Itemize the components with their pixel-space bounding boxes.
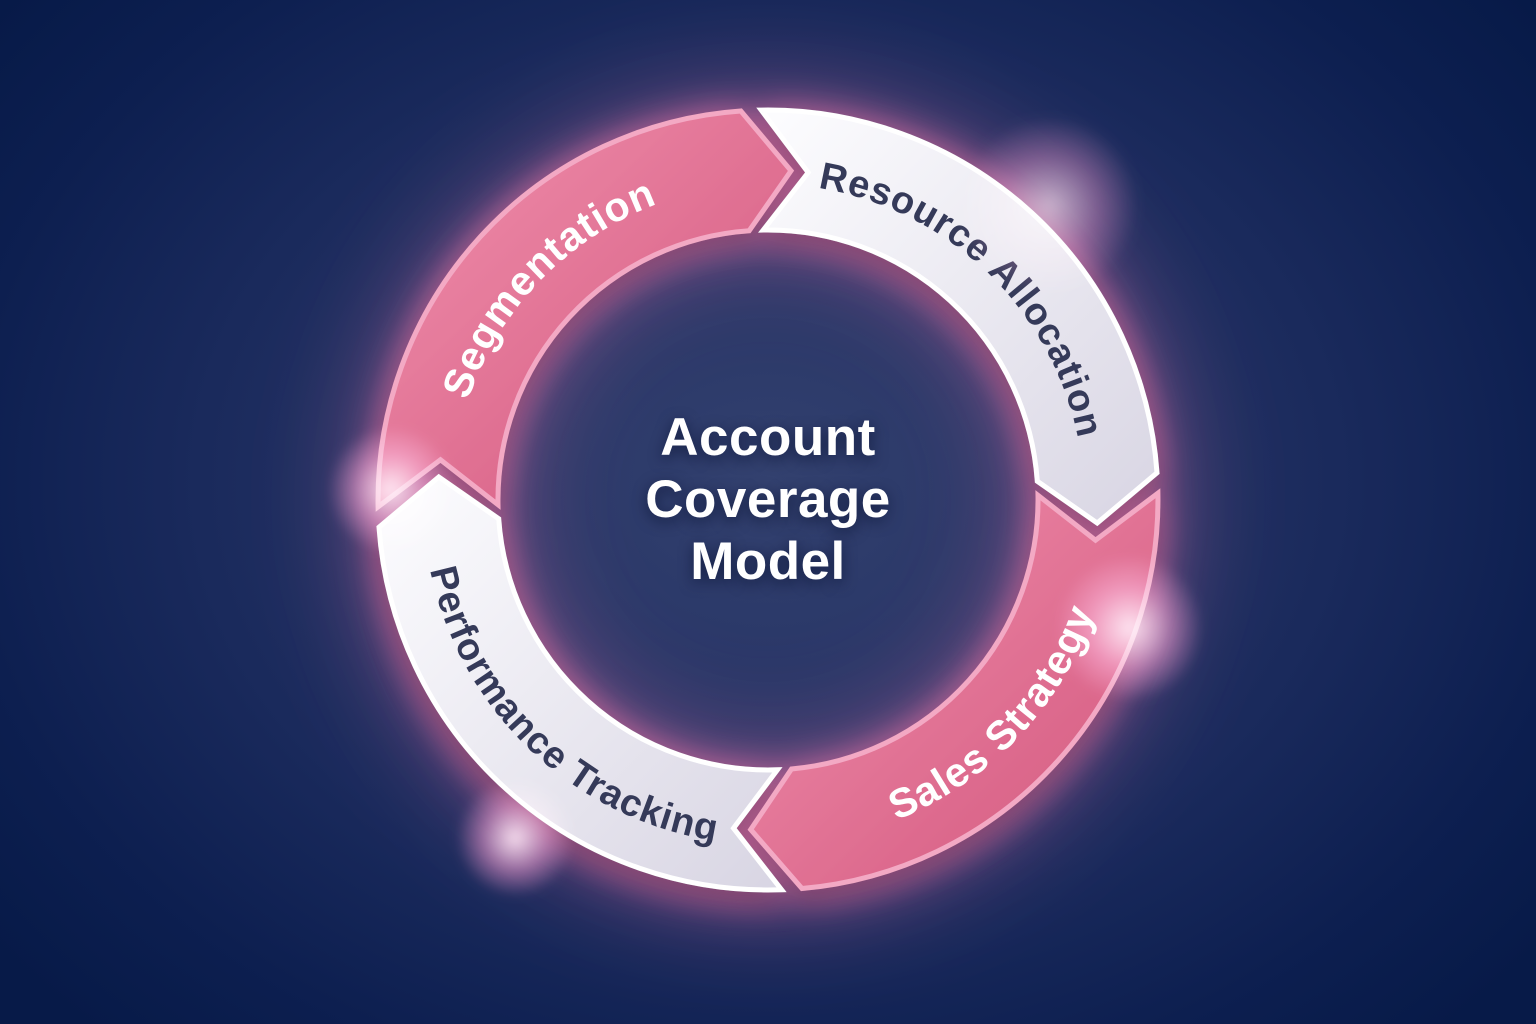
diagram-title-line: Model — [690, 532, 846, 591]
segment-arrow-segmentation — [375, 108, 795, 512]
diagram-title-line: Account — [660, 408, 876, 467]
diagram-title: Account Coverage Model — [645, 407, 891, 593]
diagram-title-line: Coverage — [645, 470, 891, 529]
segment-arrow-resource-allocation — [756, 107, 1160, 527]
